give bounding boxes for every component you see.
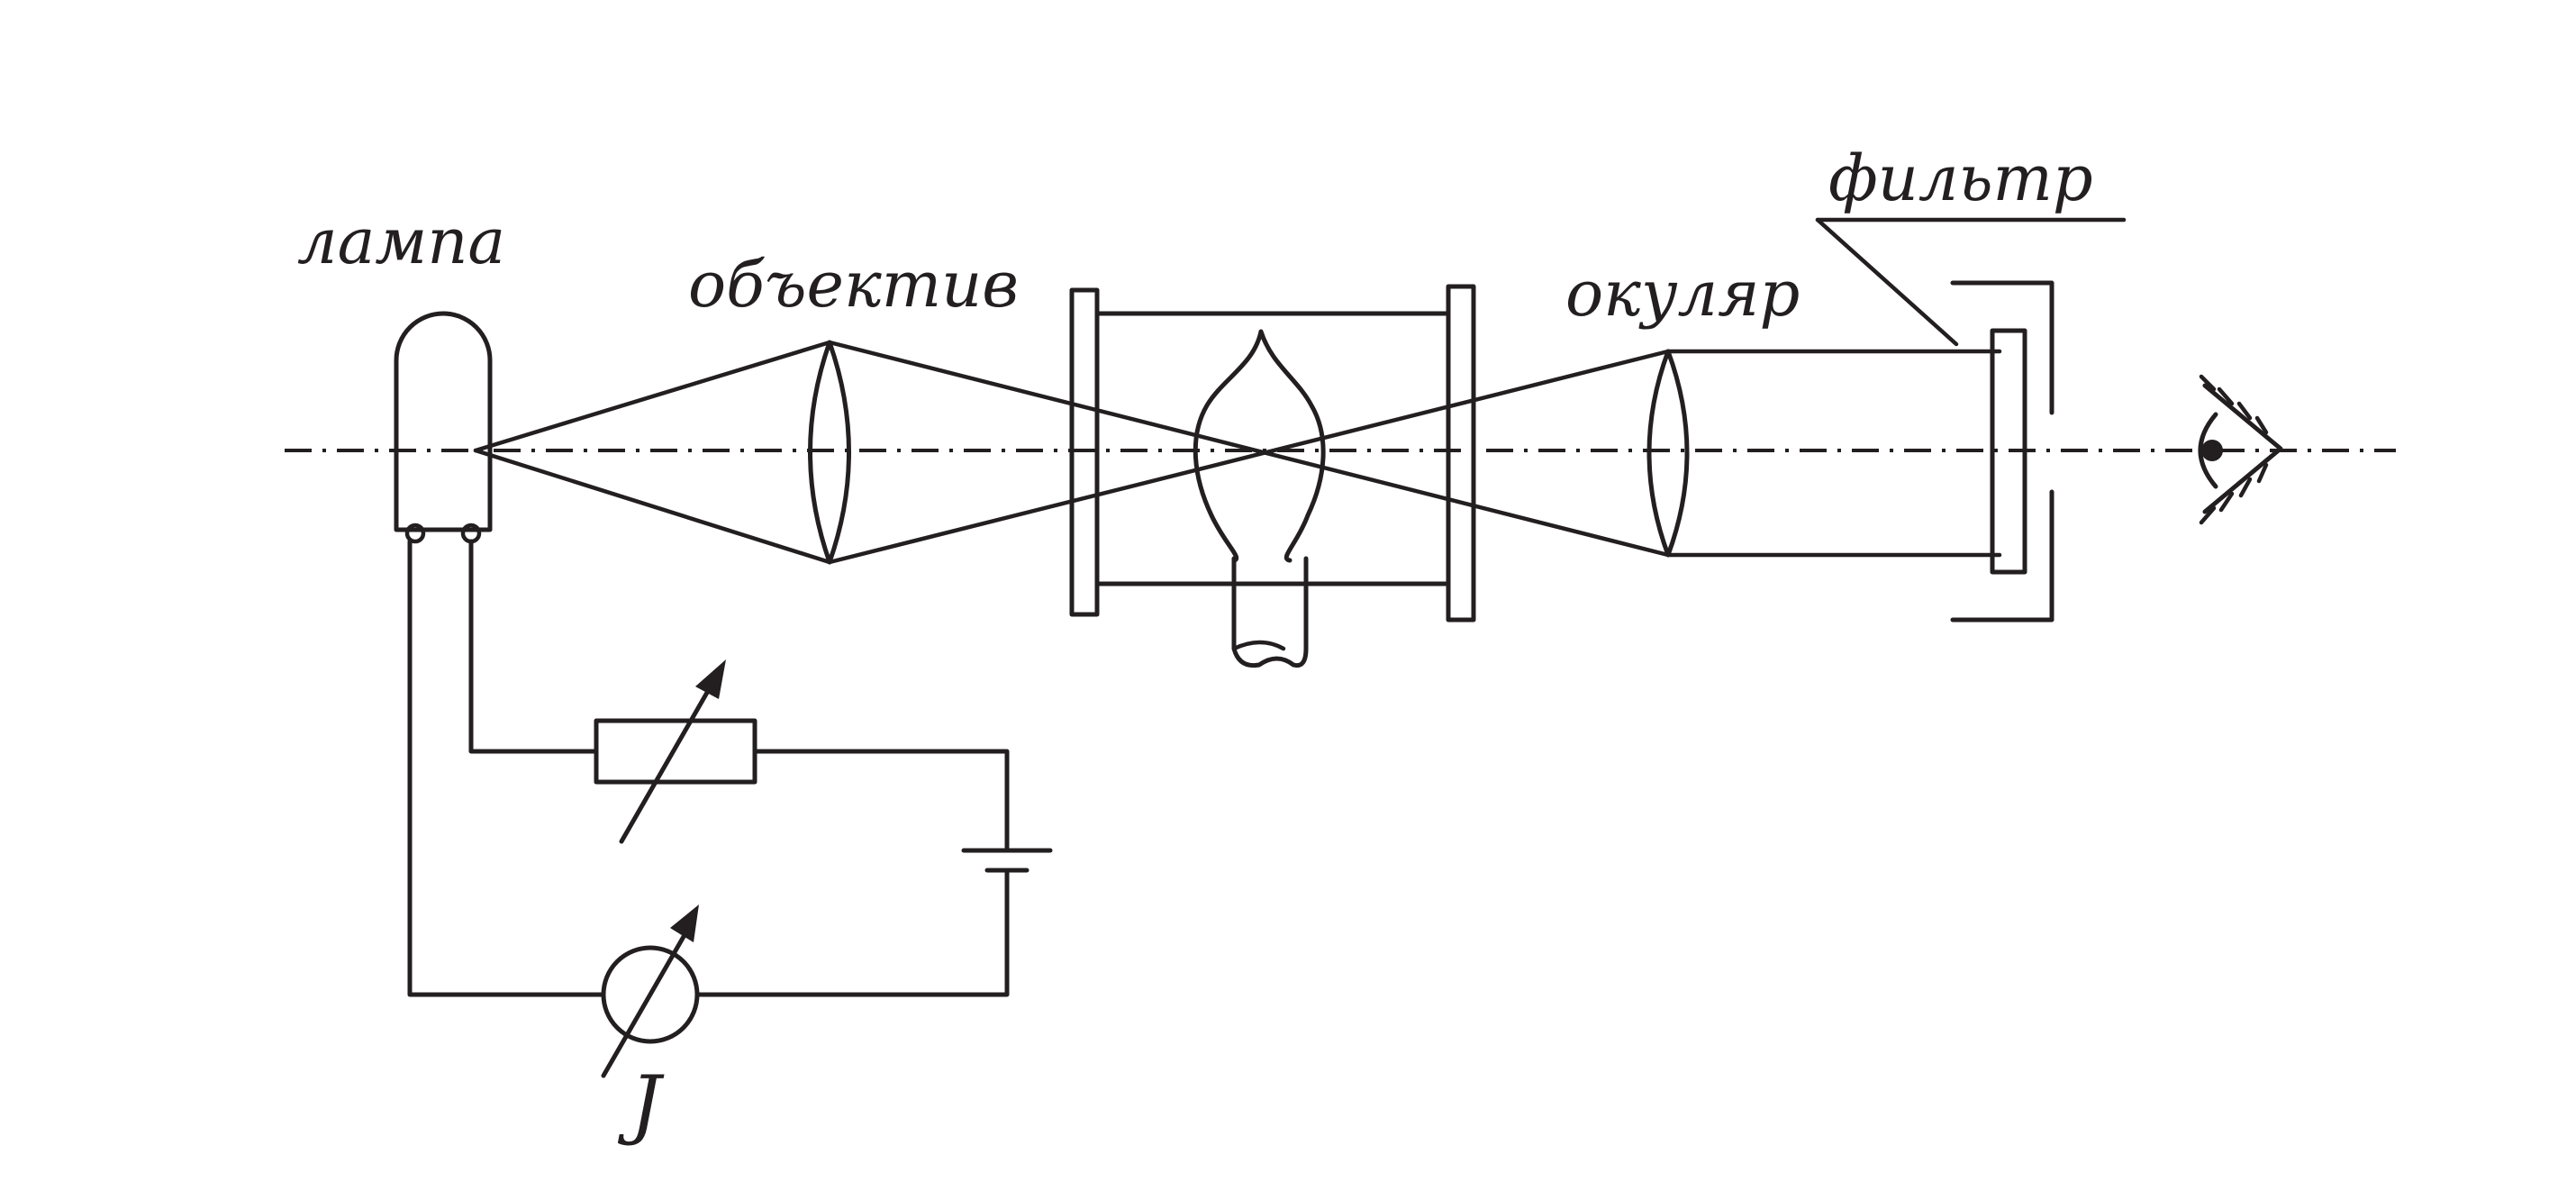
eyepiece-lens: окуляр xyxy=(1565,257,2002,558)
battery-icon xyxy=(961,848,1053,873)
lamp-label: лампа xyxy=(297,205,505,278)
flame xyxy=(1193,329,1326,668)
chamber xyxy=(1069,284,1476,623)
objective-lens: объектив xyxy=(688,248,1019,565)
variable-resistor-icon xyxy=(594,659,757,844)
eye-icon xyxy=(2198,374,2283,525)
current-label: J xyxy=(617,1059,665,1148)
filter: фильтр xyxy=(1815,141,2127,623)
circuit-wires xyxy=(407,539,1010,997)
light-rays xyxy=(473,340,1671,565)
eyepiece-label: окуляр xyxy=(1565,257,1800,331)
ammeter-icon: J xyxy=(601,905,700,1148)
lamp: лампа xyxy=(297,205,505,544)
objective-label: объектив xyxy=(688,248,1019,322)
filter-label: фильтр xyxy=(1828,141,2093,215)
